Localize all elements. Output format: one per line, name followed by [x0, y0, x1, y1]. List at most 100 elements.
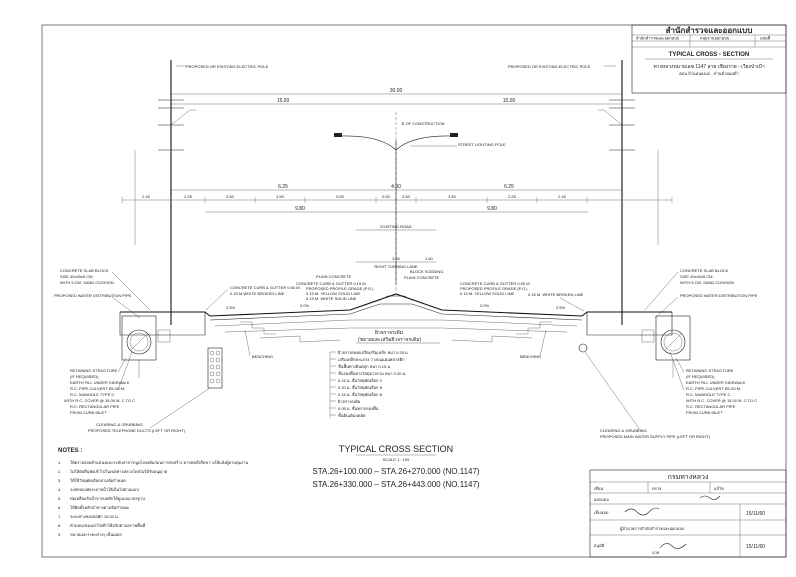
manhole-right — [641, 315, 691, 378]
department-name: กรมทางหลวง — [668, 474, 709, 481]
segment-dim-1: 2.25 — [184, 194, 193, 199]
telephone-ducts-left — [207, 347, 223, 389]
note-number-1: 1. — [58, 460, 61, 465]
clearing-left: CLEARING & GRUBBING — [96, 422, 143, 427]
slope-left-inner: 2.0% — [300, 303, 310, 308]
sta-row-1: STA.26+100.000 – STA.26+270.000 (NO.1147… — [312, 467, 480, 476]
pole-right-label: PROPOSED OR EXISTING ELECTRIC POLE — [508, 64, 591, 69]
drawing-title: TYPICAL CROSS - SECTION — [669, 52, 750, 58]
note-item-4: ระดับของท่อระบายน้ำให้เป็นไปตามแบบ — [70, 485, 139, 492]
layer-note-0: ผิวจราจรคอนกรีตเสริมเหล็ก หนา 0.25 ม. — [337, 349, 408, 355]
layer-note-4: 0.15 ม. ชั้นวัสดุคัดเลือก ก — [338, 376, 383, 384]
segment-dim-5: 0.50 — [382, 194, 391, 199]
approval-block: กรมทางหลวง เขียน ตรวจ แก้ไข ออกแบบ เห็นช… — [589, 469, 787, 558]
retaining-left-4: R.C. MANHOLE TYPE C — [70, 392, 114, 397]
segment-dim-0: 2.45 — [142, 194, 151, 199]
segment-dim-2: 3.50 — [226, 194, 235, 199]
retaining-left-7: FROM CURB INLET — [70, 410, 107, 415]
pavement-note-2: (ขยายและเสริมผิวจราจรเดิม) — [358, 336, 421, 343]
note-item-1: ให้ตรวจสอบตำแหน่งและระดับสาธารณูปโภคเดิม… — [70, 460, 248, 466]
plain-concrete-left: PLAIN CONCRETE — [316, 274, 351, 279]
agency-name: สำนักสำรวจและออกแบบ — [666, 26, 753, 35]
slab-right-title: CONCRETE SLAB BLOCK — [680, 268, 729, 273]
yellow-line-right: 0.15 M. YELLOW SOLID LINE — [460, 291, 515, 296]
slab-left-title: CONCRETE SLAB BLOCK — [60, 268, 109, 273]
layer-note-8: 0.05 ม. ชั้นทรายรองพื้น — [338, 404, 379, 411]
dim-inner-left: 9.80 — [295, 206, 305, 212]
note-item-9: ขนาดและระยะต่างๆ เป็นเมตร — [70, 531, 123, 537]
segment-dim-7: 3.50 — [448, 194, 457, 199]
road-line-2: ตอน บ้านหนองแก - บ้านห้วยแม่ต๋ำ — [679, 70, 738, 76]
white-solid-left: 0.15 M. WHITE SOLID LINE — [306, 296, 357, 301]
centerline-label: ℄ OF CONSTRUCTION — [401, 121, 445, 126]
signature-1 — [624, 507, 660, 516]
note-item-8: ตำแหน่งของเสาไฟฟ้าให้ปรับตามสภาพพื้นที่ — [70, 521, 145, 528]
layer-note-3: ชั้นรองพื้นทางวัสดุมวลรวม หนา 0.20 ม. — [338, 369, 406, 377]
segment-dim-4: 0.50 — [336, 194, 345, 199]
pavement-notes: ผิวจราจรเดิม (ขยายและเสริมผิวจราจรเดิม) … — [329, 329, 440, 418]
electric-pole-right — [598, 60, 635, 325]
slab-left-size: SIZE 40x40x5 CM. — [60, 274, 94, 279]
retaining-right-4: R.C. MANHOLE TYPE C — [686, 392, 730, 397]
slope-right-inner: 2.0% — [480, 303, 490, 308]
curb-left: CONCRETE CURB & GUTTER 0.50 M. — [230, 285, 301, 290]
layer-note-9: ชั้นดินเดิมบดอัด — [338, 411, 366, 418]
road-line-1: ทางหลวงหมายเลข 1147 สาย เชียงราย - เวียง… — [653, 63, 764, 70]
curb-right: CONCRETE CURB & GUTTER 0.50 M. — [460, 281, 531, 286]
left-callouts: CONCRETE SLAB BLOCK SIZE 40x40x5 CM. WIT… — [54, 268, 374, 433]
section-scale: SCALE 1 : 100 — [383, 457, 410, 462]
retaining-right-6: R.C. RECTANGULAR PIPE — [686, 404, 736, 409]
note-item-7: ระยะห่างของบ่อพัก 15.00 ม. — [70, 514, 119, 519]
dim-inner-right: 9.80 — [487, 206, 497, 212]
note-number-9: 9. — [58, 532, 61, 537]
pavement-note-1: ผิวจราจรเดิม — [375, 329, 403, 336]
date-2: 15/11/60 — [746, 544, 765, 550]
duct-circle — [215, 350, 221, 356]
telephone-left: PROPOSED TELEPHONE DUCTS (LEFT OR RIGHT) — [88, 428, 186, 433]
tb-header-1: สำนักสำรวจและออกแบบ — [636, 36, 680, 41]
segment-dim-9: 2.45 — [558, 194, 567, 199]
notes: NOTES : 1.ให้ตรวจสอบตำแหน่งและระดับสาธาร… — [58, 448, 248, 537]
retaining-left-2: EARTH FILL UNDER SIDEWALK — [70, 380, 130, 385]
street-lighting-pole — [334, 133, 458, 285]
dim-total: 30.00 — [390, 88, 403, 94]
duct-circle — [209, 364, 215, 370]
duct-circle — [215, 357, 221, 363]
retaining-right-1: (IF REQUIRED) — [686, 374, 715, 379]
curb-center: CONCRETE CURB & GUTTER 0.15 M. — [296, 281, 367, 286]
retaining-right-2: EARTH FILL UNDER SIDEWALK — [686, 380, 746, 385]
profile-grade-left: PROPOSED PROFILE GRADE (P.G.) — [306, 286, 374, 291]
note-number-5: 5. — [58, 496, 61, 501]
date-1: 15/11/60 — [746, 511, 765, 517]
sta-row-2: STA.26+330.000 – STA.26+443.000 (NO.1147… — [312, 480, 480, 489]
note-number-3: 3. — [58, 478, 61, 483]
block-sodding: BLOCK SODDING — [410, 269, 443, 274]
layer-note-2: ชั้นพื้นทางหินคลุก หนา 0.15 ม. — [338, 362, 391, 370]
section-title: TYPICAL CROSS SECTION — [339, 444, 453, 454]
duct-circle — [209, 357, 215, 363]
slab-right-sand: WITH 5 CM. SAND CUSHION — [680, 280, 734, 285]
retaining-left-0: RETAINING STRUCTURE — [70, 368, 118, 373]
broken-right: 0.15 M. WHITE BROKEN LINE — [528, 292, 584, 297]
clearing-right: CLEARING & GRUBBING — [600, 428, 647, 433]
retaining-left-5: WITH R.C. COVER @ 15.00 M. C TO C — [64, 398, 135, 403]
layer-note-7: ผิวจราจรเดิม — [337, 399, 360, 404]
slab-left-sand: WITH 5 CM. SAND CUSHION — [60, 280, 114, 285]
retaining-right-0: RETAINING STRUCTURE — [686, 368, 734, 373]
note-item-5: ท่อเหลี่ยมรับน้ำจากบ่อพักให้ดูแบบมาตรฐาน — [70, 494, 145, 502]
tb-header-2: กลุ่มงานออกแบบ — [700, 36, 730, 42]
dim-160: 1.60 — [425, 256, 434, 261]
layer-note-5: 0.20 ม. ชั้นวัสดุคัดเลือก ข — [338, 383, 383, 391]
tb-header-3: แผ่นที่ — [760, 36, 771, 41]
manhole-left — [121, 315, 171, 378]
row-design: ออกแบบ — [594, 497, 609, 502]
broken-left: 0.15 M.WHITE BROKEN LINE — [230, 291, 285, 296]
water-main-right-label: PROPOSED MAIN WATER SUPPLY PIPE (LEFT OR… — [600, 434, 710, 439]
retaining-left-6: R.C. RECTANGULAR PIPE — [70, 404, 120, 409]
median-label: EXISTING ROAD — [380, 224, 411, 229]
slope-left-outer: 2.5% — [226, 305, 236, 310]
dim-half-left: 15.00 — [277, 98, 290, 104]
dim-sub-left: 6.25 — [278, 184, 288, 190]
